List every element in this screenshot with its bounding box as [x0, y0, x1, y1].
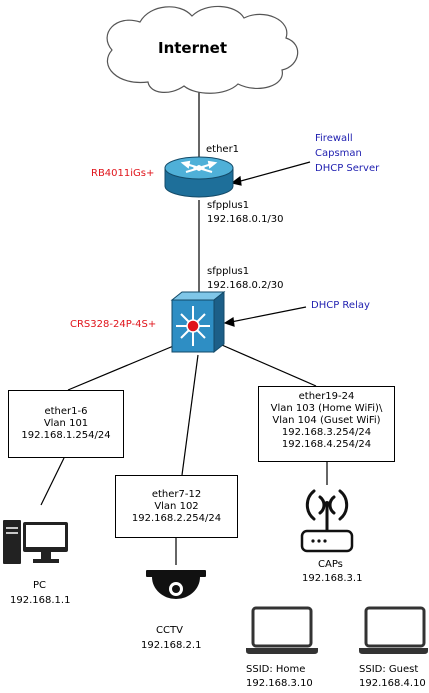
vlan-box-103-line-2: Vlan 103 (Home WiFi)\	[270, 403, 383, 414]
switch-icon	[170, 290, 226, 354]
router-annotation-dhcp-server: DHCP Server	[315, 163, 380, 174]
vlan-box-102: ether7-12 Vlan 102 192.168.2.254/24	[115, 475, 238, 538]
vlan-box-101: ether1-6 Vlan 101 192.168.1.254/24	[8, 390, 124, 458]
cap-label: CAPs	[318, 559, 343, 570]
vlan-box-103-line-4: 192.168.3.254/24	[281, 427, 372, 438]
router-name: RB4011iGs+	[91, 168, 155, 179]
pc-icon	[3, 520, 68, 564]
vlan-box-103-line-3: Vlan 104 (Guset WiFi)	[272, 415, 381, 426]
vlan-box-102-line-2: Vlan 102	[154, 501, 199, 512]
vlan-box-101-line-1: ether1-6	[44, 406, 88, 417]
connection-lines	[40, 88, 328, 565]
vlan-box-103-104: ether19-24 Vlan 103 (Home WiFi)\ Vlan 10…	[258, 386, 395, 462]
laptop-home-ip: 192.168.3.10	[246, 678, 313, 689]
router-bottom-port: sfpplus1	[207, 200, 250, 211]
link-box1-pc	[40, 457, 65, 506]
vlan-box-103-line-5: 192.168.4.254/24	[281, 439, 372, 450]
switch-annotation-dhcp-relay: DHCP Relay	[311, 300, 370, 311]
router-arrowhead	[230, 175, 242, 186]
cctv-camera-icon	[146, 570, 206, 599]
switch-arrowhead	[223, 316, 235, 327]
annotation-arrows	[223, 161, 311, 327]
internet-label: Internet	[158, 39, 228, 57]
vlan-box-101-line-2: Vlan 101	[43, 418, 89, 429]
router-annotation-arrow	[236, 161, 311, 183]
vlan-box-102-line-1: ether7-12	[151, 489, 202, 500]
vlan-box-103-line-1: ether19-24	[298, 391, 355, 402]
cctv-ip: 192.168.2.1	[141, 640, 202, 651]
cap-ip: 192.168.3.1	[302, 573, 363, 584]
internet-cloud-icon	[106, 5, 299, 94]
laptop-guest-ip: 192.168.4.10	[359, 678, 426, 689]
router-bottom-ip: 192.168.0.1/30	[207, 214, 284, 225]
switch-top-port: sfpplus1	[207, 266, 250, 277]
cctv-label: CCTV	[156, 625, 183, 636]
laptop-home-icon	[246, 606, 318, 654]
pc-ip: 192.168.1.1	[10, 595, 71, 606]
laptop-guest-ssid: SSID: Guest	[359, 664, 419, 675]
switch-name: CRS328-24P-4S+	[70, 319, 157, 330]
laptop-home-ssid: SSID: Home	[246, 664, 306, 675]
link-switch-box2	[181, 354, 199, 476]
laptop-guest-icon	[359, 606, 428, 654]
router-annotation-firewall: Firewall	[315, 133, 353, 144]
link-switch-box3	[214, 341, 317, 387]
router-annotation-capsman: Capsman	[315, 148, 362, 159]
switch-annotation-arrow	[230, 306, 307, 323]
vlan-box-101-line-3: 192.168.1.254/24	[21, 430, 111, 441]
router-icon	[164, 156, 234, 198]
vlan-box-102-line-3: 192.168.2.254/24	[131, 513, 222, 524]
switch-top-ip: 192.168.0.2/30	[207, 280, 284, 291]
router-top-port: ether1	[206, 144, 240, 155]
link-switch-box1	[67, 341, 184, 391]
wifi-access-point-icon	[300, 489, 354, 553]
pc-label: PC	[33, 580, 47, 591]
